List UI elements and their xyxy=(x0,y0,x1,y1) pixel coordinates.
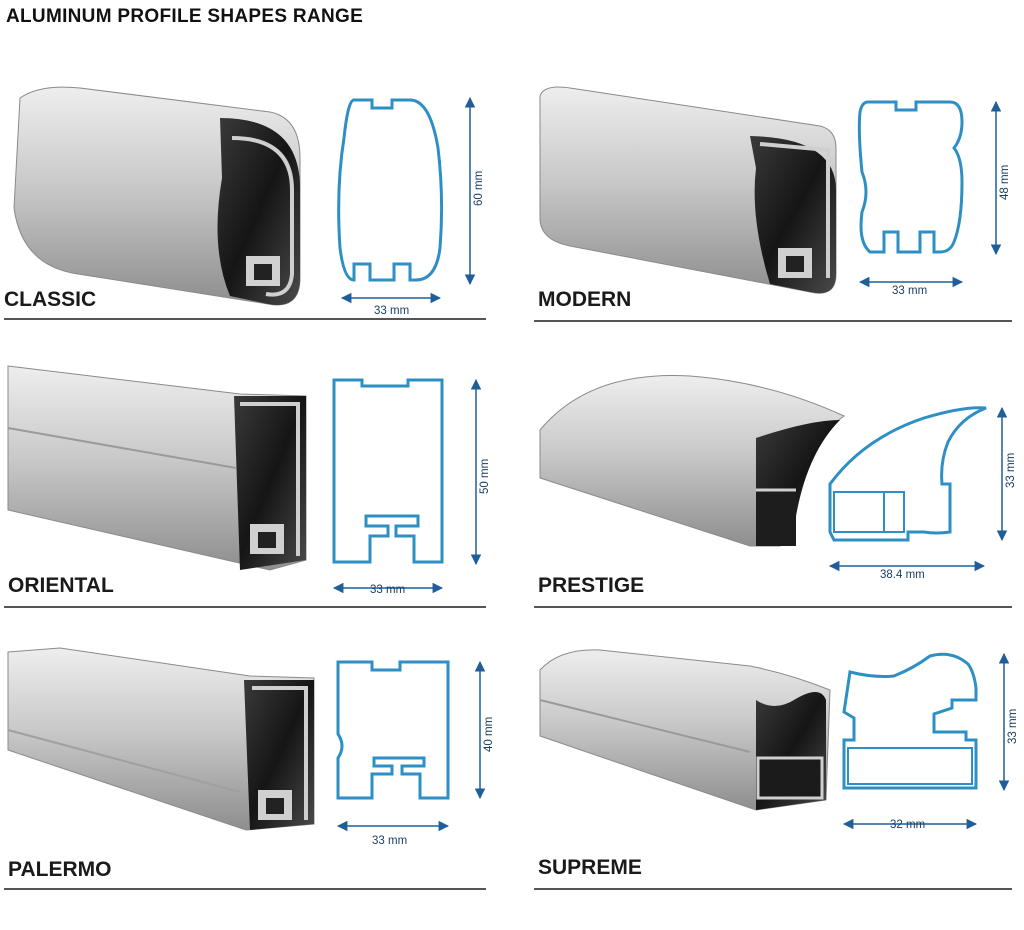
profile-cross-section xyxy=(828,406,987,542)
profile-name: CLASSIC xyxy=(4,288,97,311)
profile-card-prestige: 33 mm 38.4 mm PRESTIGE xyxy=(530,360,1020,650)
profile-drawing: 48 mm 33 mm xyxy=(857,100,1011,297)
profile-card-oriental: 50 mm 33 mm ORIENTAL xyxy=(0,360,491,650)
profile-card-palermo: 40 mm 33 mm PALERMO xyxy=(0,640,495,930)
profile-name: PRESTIGE xyxy=(538,574,645,597)
profile-name: PALERMO xyxy=(8,858,112,881)
profile-photo xyxy=(7,365,307,571)
divider xyxy=(4,318,486,320)
profile-drawing: 33 mm 32 mm xyxy=(842,652,1019,831)
page-title: ALUMINUM PROFILE SHAPES RANGE xyxy=(6,6,364,27)
width-label: 33 mm xyxy=(370,584,405,596)
profile-name: ORIENTAL xyxy=(8,574,114,597)
height-label: 60 mm xyxy=(473,171,485,206)
profile-photo xyxy=(539,374,845,547)
profile-cross-section xyxy=(857,100,964,254)
width-label: 33 mm xyxy=(372,835,407,847)
height-label: 48 mm xyxy=(999,165,1011,200)
profile-photo xyxy=(539,649,831,811)
divider xyxy=(534,320,1012,322)
profile-drawing: 33 mm 38.4 mm xyxy=(828,406,1017,581)
height-label: 33 mm xyxy=(1007,709,1019,744)
profile-drawing: 60 mm 33 mm xyxy=(337,96,485,317)
profile-card-modern: 48 mm 33 mm MODERN xyxy=(530,78,1020,368)
divider xyxy=(534,888,1012,890)
profile-cross-section xyxy=(842,652,978,790)
divider xyxy=(534,606,1012,608)
divider xyxy=(4,888,486,890)
width-label: 32 mm xyxy=(890,819,925,831)
profile-drawing: 40 mm 33 mm xyxy=(336,660,495,847)
width-label: 33 mm xyxy=(892,285,927,297)
profile-card-supreme: 33 mm 32 mm SUPREME xyxy=(530,640,1020,930)
height-label: 50 mm xyxy=(479,459,491,494)
profile-cross-section xyxy=(337,98,444,282)
divider xyxy=(4,606,486,608)
profile-drawing: 50 mm 33 mm xyxy=(332,378,491,596)
profile-name: SUPREME xyxy=(538,856,642,879)
profile-cross-section xyxy=(336,660,450,800)
height-label: 40 mm xyxy=(483,717,495,752)
width-label: 33 mm xyxy=(374,305,409,317)
profile-photo xyxy=(7,647,315,831)
profile-cross-section xyxy=(332,378,444,564)
profile-photo xyxy=(539,86,837,294)
width-label: 38.4 mm xyxy=(880,569,925,581)
profile-photo xyxy=(13,86,301,306)
profile-card-classic: 60 mm 33 mm CLASSIC xyxy=(0,78,490,368)
height-label: 33 mm xyxy=(1005,453,1017,488)
profile-name: MODERN xyxy=(538,288,632,311)
